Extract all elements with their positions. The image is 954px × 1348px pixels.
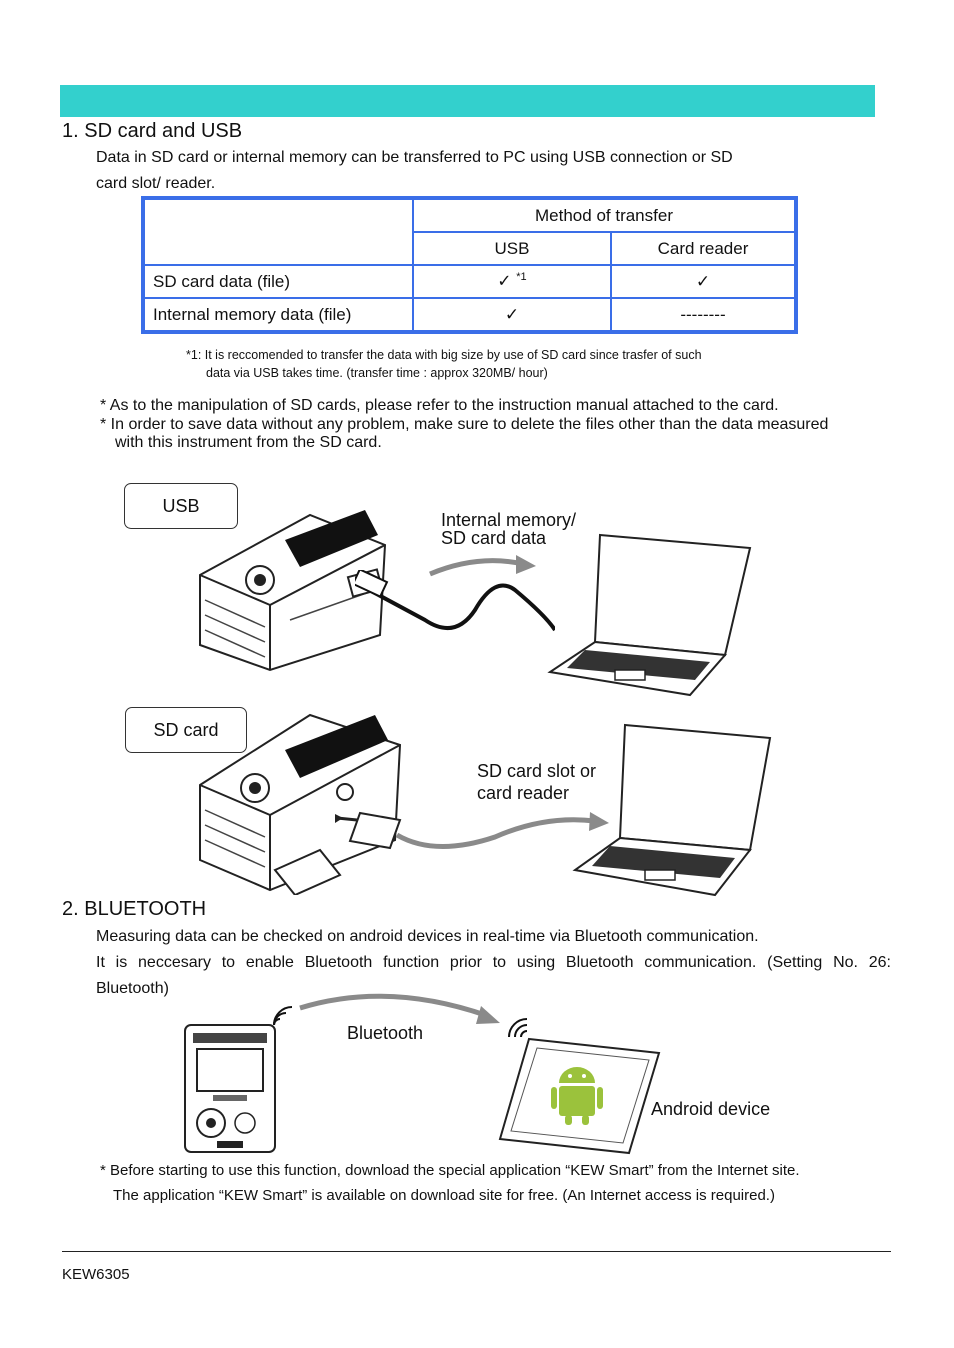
instrument-illustration xyxy=(199,510,387,672)
bt-note-line2: The application “KEW Smart” is available… xyxy=(113,1187,775,1204)
row-usb-cell: ✓ *1 xyxy=(412,264,612,299)
laptop-illustration xyxy=(547,533,752,697)
instrument-front-illustration xyxy=(184,1024,276,1153)
note-2-line1: * In order to save data without any prob… xyxy=(100,416,829,433)
section2-line1: Measuring data can be checked on android… xyxy=(96,928,759,945)
transfer-arrow-usb xyxy=(429,555,536,577)
section2-title: 2. BLUETOOTH xyxy=(62,898,207,920)
table-footnote-line1: *1: It is reccomended to transfer the da… xyxy=(186,348,702,362)
check-icon: ✓ xyxy=(695,271,711,292)
bt-note-line1: * Before starting to use this function, … xyxy=(100,1162,800,1179)
transfer-method-table: Method of transfer USB Card reader SD ca… xyxy=(141,196,798,334)
check-icon: ✓ xyxy=(504,304,520,325)
table-row: Internal memory data (file) ✓ -------- xyxy=(142,297,797,333)
bluetooth-arrow xyxy=(299,993,500,1024)
android-tablet-illustration xyxy=(498,1037,661,1155)
usb-tag: USB xyxy=(124,483,238,529)
table-corner-cell xyxy=(142,197,414,266)
row-label: SD card data (file) xyxy=(142,264,414,299)
wireless-signal-icon xyxy=(273,1006,293,1026)
bluetooth-label: Bluetooth xyxy=(347,1023,424,1043)
sd-label-line2: card reader xyxy=(477,783,570,803)
footer-model: KEW6305 xyxy=(62,1266,130,1283)
row-card-reader-cell: ✓ xyxy=(610,264,797,299)
table-group-header: Method of transfer xyxy=(412,197,797,233)
sd-label-line1: SD card slot or xyxy=(477,761,597,781)
wireless-signal-icon xyxy=(508,1018,528,1038)
row-label: Internal memory data (file) xyxy=(142,297,414,333)
check-icon: ✓ xyxy=(497,271,512,292)
section1-title: 1. SD card and USB xyxy=(62,120,243,142)
section1-intro-line1: Data in SD card or internal memory can b… xyxy=(96,149,733,166)
row-usb-cell: ✓ xyxy=(412,297,612,333)
sd-card-tag: SD card xyxy=(125,707,247,753)
android-device-label: Android device xyxy=(651,1099,771,1119)
note-1: * As to the manipulation of SD cards, pl… xyxy=(100,397,779,414)
section-banner xyxy=(60,85,875,117)
table-header-card-reader: Card reader xyxy=(610,231,797,266)
footer-divider xyxy=(62,1251,891,1252)
table-footnote-line2: data via USB takes time. (transfer time … xyxy=(206,366,548,380)
section1-intro-line2: card slot/ reader. xyxy=(96,175,216,192)
note-2-line2: with this instrument from the SD card. xyxy=(115,434,382,451)
usb-label-line1: Internal memory/ xyxy=(441,510,577,530)
table-header-usb: USB xyxy=(412,231,612,266)
footnote-marker: *1 xyxy=(516,271,527,284)
laptop-illustration xyxy=(572,723,772,897)
transfer-arrow-sd xyxy=(395,812,609,850)
table-row: SD card data (file) ✓ *1 ✓ xyxy=(142,264,797,299)
section2-line2: It is neccesary to enable Bluetooth func… xyxy=(96,954,891,971)
section2-line3: Bluetooth) xyxy=(96,980,169,997)
usb-label-line2: SD card data xyxy=(441,528,547,548)
row-card-reader-cell: -------- xyxy=(610,297,797,333)
instrument-sd-illustration xyxy=(199,713,402,895)
sd-card-icon xyxy=(335,811,402,850)
usb-cable xyxy=(355,570,555,632)
